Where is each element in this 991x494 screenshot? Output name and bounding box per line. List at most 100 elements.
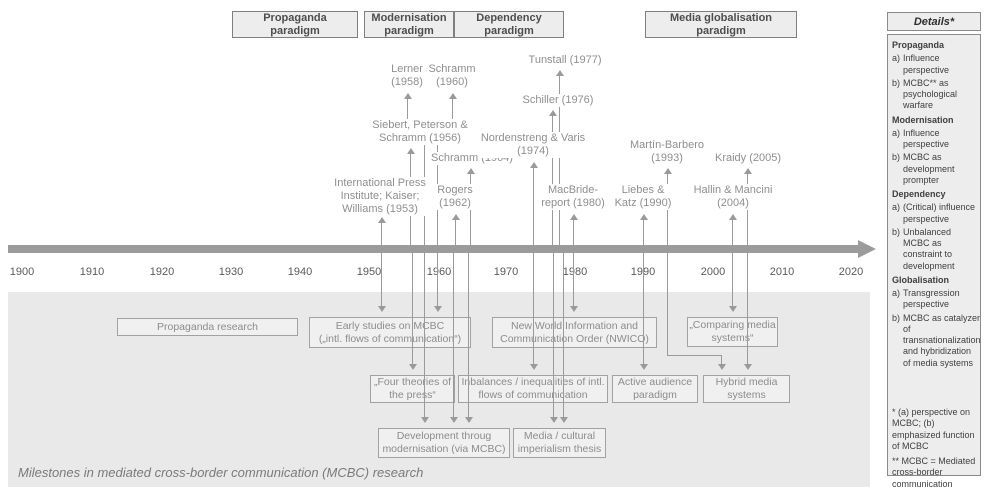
connector-elbow-line	[667, 355, 722, 356]
box-inbalances: Inbalances / inequalities of intl. flows…	[458, 375, 608, 403]
item-marker: b)	[892, 77, 901, 88]
arrowhead-down-icon	[433, 306, 442, 312]
milestone-label-martin-barbero-1993: Martín-Barbero (1993)	[628, 139, 706, 165]
paradigm-box-propaganda: Propaganda paradigm	[232, 11, 358, 38]
milestone-label-hallin-mancini-2004: Hallin & Mancini (2004)	[691, 184, 775, 210]
arrowhead-down-icon	[639, 364, 648, 370]
item-marker: a)	[892, 202, 901, 213]
arrowhead-down-icon	[464, 417, 473, 423]
details-item: a) (Critical) influence perspective	[892, 202, 976, 225]
box-development-modernisation: Development throug modernisation (via MC…	[378, 428, 510, 458]
arrowhead-up-icon	[451, 214, 460, 220]
connector-line	[563, 253, 564, 418]
arrowhead-down-icon	[420, 417, 429, 423]
paradigm-box-dependency: Dependency paradigm	[454, 11, 564, 38]
year-tick-2010: 2010	[769, 266, 795, 278]
details-item: b) Unbalanced MCBC as constraint to deve…	[892, 227, 976, 272]
connector-line	[533, 167, 534, 245]
milestone-label-lerner-1958: Lerner (1958)	[389, 63, 425, 89]
year-tick-1940: 1940	[287, 266, 313, 278]
arrowhead-up-icon	[555, 70, 564, 76]
item-marker: b)	[892, 312, 901, 323]
box-comparing-media-systems: „Comparing media systems“	[687, 317, 778, 347]
arrowhead-up-icon	[728, 214, 737, 220]
connector-line	[455, 219, 456, 245]
connector-line	[573, 253, 574, 307]
item-text: (Critical) influence perspective	[903, 202, 976, 224]
connector-line	[453, 253, 454, 418]
details-item: b) MCBC** as psychological warfare	[892, 78, 976, 112]
connector-line	[381, 253, 382, 307]
box-active-audience: Active audience paradigm	[612, 375, 698, 403]
item-text: MCBC** as psychological warfare	[903, 77, 958, 111]
item-marker: b)	[892, 152, 901, 163]
paradigm-box-media-globalisation: Media globalisation paradigm	[645, 11, 797, 38]
item-marker: b)	[892, 226, 901, 237]
item-text: MCBC as development prompter	[903, 152, 955, 185]
arrowhead-up-icon	[466, 168, 475, 174]
footnote: ** MCBC = Mediated cross-border communic…	[892, 456, 976, 489]
arrowhead-up-icon	[743, 168, 752, 174]
connector-line	[667, 253, 668, 356]
milestone-label-liebes-katz-1990: Liebes & Katz (1990)	[612, 184, 674, 210]
connector-line	[732, 253, 733, 307]
year-tick-2020: 2020	[838, 266, 864, 278]
connector-line	[533, 253, 534, 365]
connector-line	[721, 355, 722, 365]
year-tick-1920: 1920	[149, 266, 175, 278]
details-footnotes: * (a) perspective on MCBC; (b) emphasize…	[892, 407, 976, 494]
figure-title: Milestones in mediated cross-border comm…	[18, 465, 424, 480]
arrowhead-down-icon	[549, 417, 558, 423]
arrowhead-down-icon	[408, 364, 417, 370]
timeline-axis	[8, 245, 860, 253]
item-text: Unbalanced MCBC as constraint to develop…	[903, 226, 955, 271]
arrowhead-down-icon	[559, 417, 568, 423]
box-early-studies: Early studies on MCBC („intl. flows of c…	[309, 317, 471, 348]
connector-line	[437, 253, 438, 307]
box-media-cultural-imperialism: Media / cultural imperialism thesis	[513, 428, 606, 458]
item-text: MCBC as catalyzer of transnationalizatio…	[903, 312, 981, 368]
arrowhead-down-icon	[529, 364, 538, 370]
details-panel: Propaganda a) Influence perspective b) M…	[887, 34, 981, 489]
arrowhead-up-icon	[377, 217, 386, 223]
milestone-label-rogers-1962: Rogers (1962)	[435, 184, 475, 210]
arrowhead-up-icon	[569, 214, 578, 220]
milestone-label-macbride-1980: MacBride- report (1980)	[539, 184, 607, 210]
arrowhead-up-icon	[548, 110, 557, 116]
arrowhead-up-icon	[529, 162, 538, 168]
box-nwico: New World Information and Communication …	[492, 317, 657, 348]
arrowhead-down-icon	[449, 417, 458, 423]
arrowhead-up-icon	[639, 214, 648, 220]
year-tick-1960: 1960	[426, 266, 452, 278]
connector-line	[381, 222, 382, 245]
item-marker: a)	[892, 288, 901, 298]
arrowhead-down-icon	[377, 306, 386, 312]
year-tick-1910: 1910	[79, 266, 105, 278]
item-text: Influence perspective	[903, 127, 950, 149]
year-tick-1980: 1980	[562, 266, 588, 278]
milestone-label-nordenstreng-1974: Nordenstreng & Varis (1974)	[478, 132, 588, 158]
footnote: * (a) perspective on MCBC; (b) emphasize…	[892, 407, 975, 451]
details-item: a) Influence perspective	[892, 53, 976, 76]
milestone-label-siebert-1956: Siebert, Peterson & Schramm (1956)	[370, 119, 470, 145]
connector-line	[552, 115, 553, 245]
details-header: Details*	[887, 12, 981, 31]
connector-line	[643, 253, 644, 365]
milestone-label-schiller-1976: Schiller (1976)	[520, 94, 596, 107]
arrowhead-down-icon	[728, 306, 737, 312]
connector-line	[573, 219, 574, 245]
connector-line	[468, 253, 469, 418]
arrowhead-up-icon	[406, 148, 415, 154]
arrowhead-up-icon	[663, 168, 672, 174]
connector-line	[732, 219, 733, 245]
details-section-title-dependency: Dependency	[892, 189, 946, 199]
arrowhead-up-icon	[403, 93, 412, 99]
year-tick-1970: 1970	[493, 266, 519, 278]
arrowhead-down-icon	[717, 364, 726, 370]
connector-line	[747, 253, 748, 365]
year-tick-1900: 1900	[9, 266, 35, 278]
details-item: a) Transgression perspective	[892, 288, 976, 311]
connector-line	[452, 98, 453, 127]
milestone-label-kraidy-2005: Kraidy (2005)	[712, 152, 784, 165]
